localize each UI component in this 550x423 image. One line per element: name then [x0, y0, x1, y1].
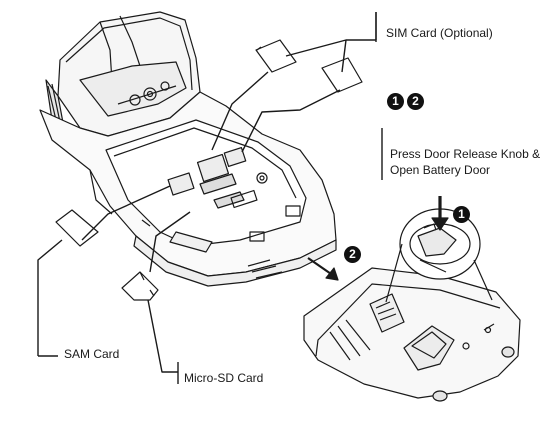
sam-card-label: SAM Card	[64, 347, 120, 361]
sim-card-label: SIM Card (Optional)	[386, 26, 493, 40]
step-one-badge-header: 1	[387, 93, 404, 110]
arrow-to-door	[307, 257, 339, 281]
knob-detail-callout	[385, 196, 493, 303]
step-two-badge-header: 2	[407, 93, 424, 110]
terminal-body	[39, 11, 337, 287]
battery-door	[303, 267, 521, 402]
instruction-line-2: Open Battery Door	[390, 163, 491, 177]
sim-card-right	[321, 57, 363, 93]
sim-card-left	[255, 39, 297, 73]
leader-lines	[37, 12, 383, 384]
micro-sd-card	[121, 271, 159, 301]
step-one-badge-knob: 1	[453, 206, 470, 223]
step-two-badge-arrow: 2	[344, 246, 361, 263]
sam-card	[55, 209, 99, 247]
micro-sd-card-label: Micro-SD Card	[184, 371, 264, 385]
instruction-line-1: Press Door Release Knob &	[390, 147, 541, 161]
